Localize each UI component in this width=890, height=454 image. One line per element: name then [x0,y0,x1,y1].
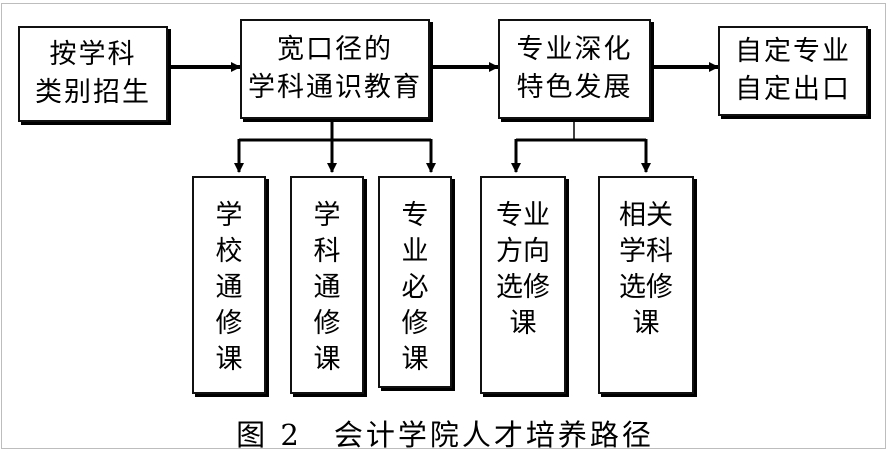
discipline-general-course-label: 学 科 通 修 课 [313,200,341,375]
box-enroll-label: 按学科 类别招生 [35,39,151,108]
box-general-education: 宽口径的 学科通识教育 [240,19,430,119]
box-school-general-course: 学 校 通 修 课 [192,176,266,394]
box-discipline-general-course: 学 科 通 修 课 [290,176,364,394]
box-related-discipline-elective: 相关 学科 选修 课 [598,176,694,394]
major-direction-elective-label: 专业 方向 选修 课 [496,200,550,339]
box-general-education-label: 宽口径的 学科通识教育 [248,34,422,103]
school-general-course-label: 学 校 通 修 课 [215,200,243,375]
box-major-required-course: 专 业 必 修 课 [378,176,452,388]
box-specialization-label: 专业深化 特色发展 [516,34,633,103]
box-career-choice-label: 自定专业 自定出口 [735,36,851,105]
related-discipline-elective-label: 相关 学科 选修 课 [619,200,673,339]
figure-caption: 图 2 会计学院人才培养路径 [236,418,654,452]
box-major-direction-elective: 专业 方向 选修 课 [480,176,566,394]
figure-frame [1,3,886,449]
box-enroll-by-discipline: 按学科 类别招生 [18,26,168,122]
box-career-choice: 自定专业 自定出口 [718,26,868,116]
major-required-course-label: 专 业 必 修 课 [401,200,429,375]
box-specialization: 专业深化 特色发展 [498,19,651,119]
